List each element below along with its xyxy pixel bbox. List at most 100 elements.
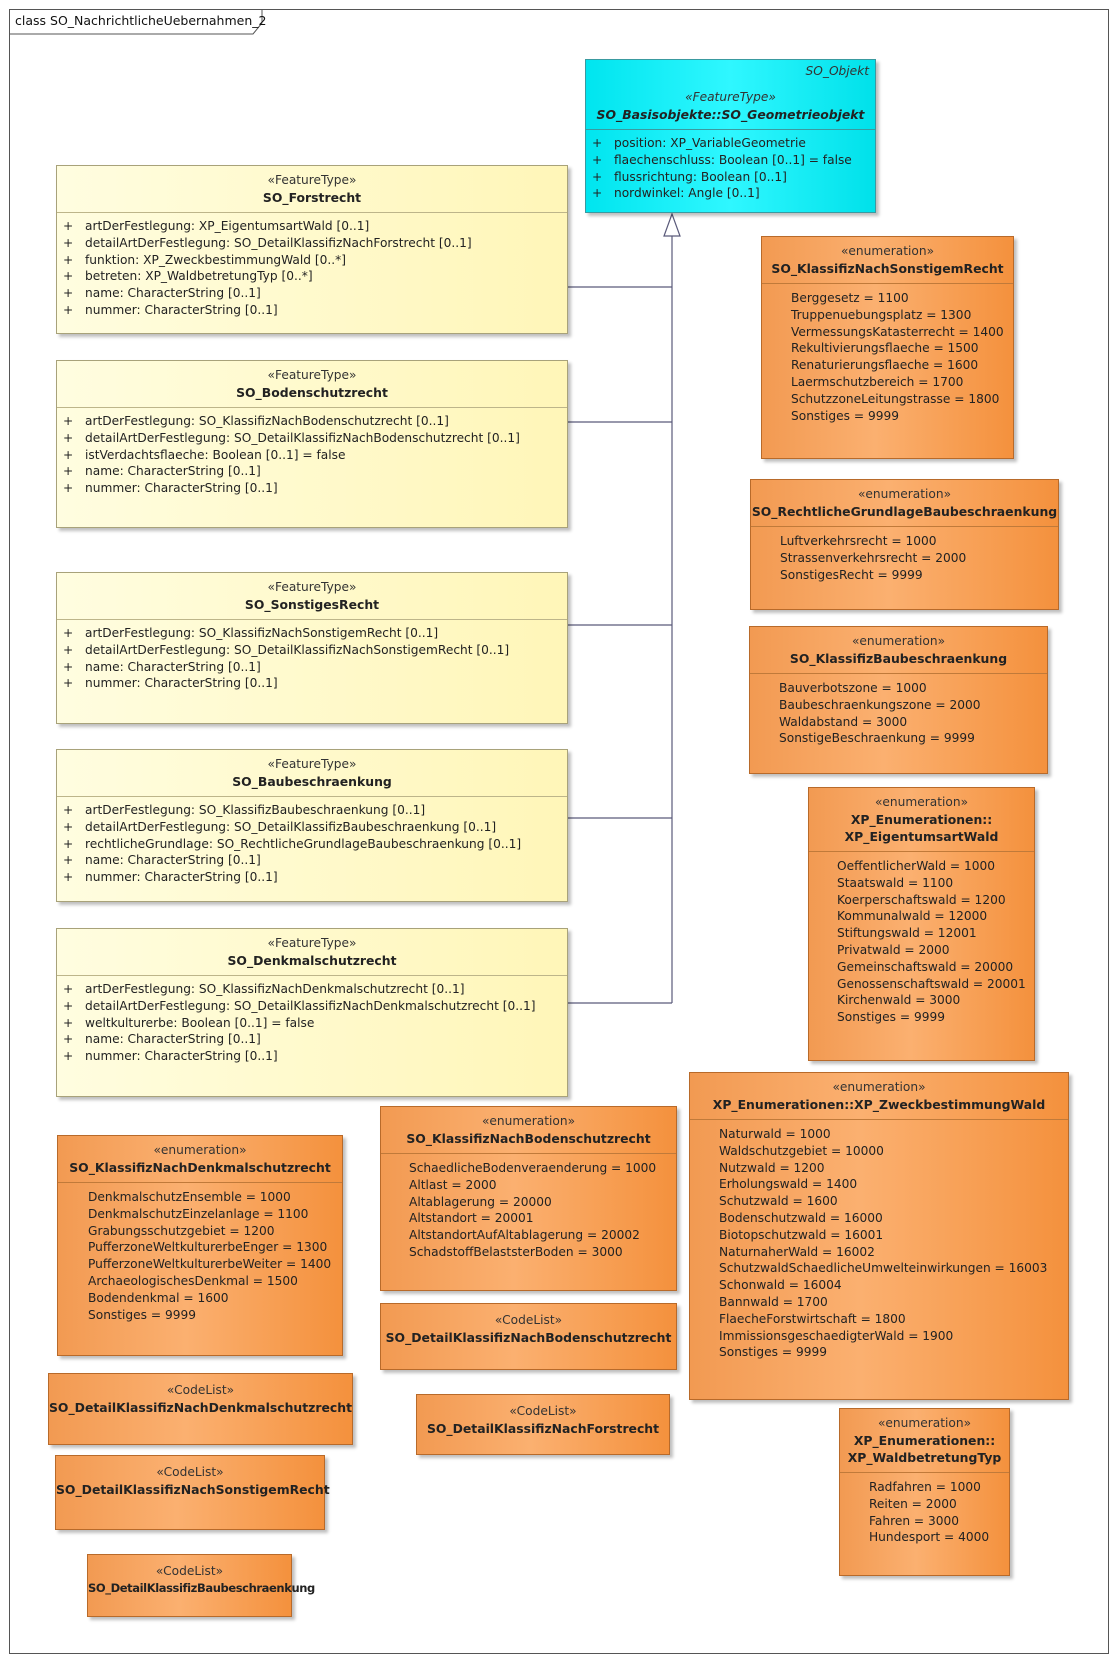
codelist-name: SO_DetailKlassifizBaubeschraenkung — [88, 1581, 315, 1595]
diagram-title: class SO_NachrichtlicheUebernahmen_2 — [15, 13, 267, 28]
enum-literal: Reiten = 2000 — [869, 1496, 957, 1511]
class-so-sonstigesrecht[interactable]: «FeatureType» SO_SonstigesRecht +artDerF… — [56, 572, 568, 724]
enum-literal: SchaedlicheBodenveraenderung = 1000 — [409, 1161, 657, 1175]
codelist-so-detail-klassifiz-baubeschraenkung[interactable]: «CodeList» SO_DetailKlassifizBaubeschrae… — [87, 1554, 315, 1617]
attribute: +funktion: XP_ZweckbestimmungWald [0..*] — [63, 252, 347, 267]
stereotype: «enumeration» — [877, 1416, 972, 1430]
class-so-denkmalschutzrecht[interactable]: «FeatureType» SO_Denkmalschutzrecht +art… — [56, 928, 568, 1097]
stereotype: «enumeration» — [874, 795, 969, 809]
attribute: +flaechenschluss: Boolean [0..1] = false — [592, 152, 852, 167]
class-so-baubeschraenkung[interactable]: «FeatureType» SO_Baubeschraenkung +artDe… — [56, 749, 568, 902]
enum-literal: Altlast = 2000 — [409, 1177, 497, 1192]
enum-name: SO_KlassifizNachDenkmalschutzrecht — [69, 1160, 331, 1175]
attribute: +artDerFestlegung: XP_EigentumsartWald [… — [63, 219, 370, 233]
attribute: +name: CharacterString [0..1] — [63, 659, 261, 674]
stereotype: «CodeList» — [509, 1404, 577, 1418]
enum-literal: FlaecheForstwirtschaft = 1800 — [719, 1311, 906, 1326]
enum-literal: Schonwald = 16004 — [719, 1278, 842, 1293]
enum-xp-eigentumsart-wald[interactable]: «enumeration» XP_Enumerationen:: XP_Eige… — [808, 787, 1035, 1061]
class-so-bodenschutzrecht[interactable]: «FeatureType» SO_Bodenschutzrecht +artDe… — [56, 360, 568, 528]
enum-literal: SchutzwaldSchaedlicheUmwelteinwirkungen … — [719, 1261, 1048, 1276]
enum-xp-zweckbestimmung-wald[interactable]: «enumeration» XP_Enumerationen::XP_Zweck… — [689, 1072, 1069, 1400]
enum-literal: Truppenuebungsplatz = 1300 — [791, 307, 972, 322]
attribute: +nummer: CharacterString [0..1] — [63, 481, 278, 496]
enum-name: SO_KlassifizNachSonstigemRecht — [771, 261, 1004, 276]
generalization-arrowhead — [663, 212, 681, 237]
attribute: +weltkulturerbe: Boolean [0..1] = false — [63, 1015, 315, 1030]
attribute: +nummer: CharacterString [0..1] — [63, 870, 278, 885]
attribute: +position: XP_VariableGeometrie — [592, 136, 806, 150]
enum-literal: AltstandortAufAltablagerung = 20002 — [409, 1228, 640, 1243]
enum-literal: VermessungsKatasterrecht = 1400 — [791, 324, 1004, 339]
stereotype: «FeatureType» — [267, 757, 357, 771]
attribute: +nummer: CharacterString [0..1] — [63, 676, 278, 691]
enum-literal: NaturnaherWald = 16002 — [719, 1244, 875, 1259]
class-name: SO_Forstrecht — [262, 190, 362, 205]
enum-literal: SonstigesRecht = 9999 — [780, 567, 923, 582]
enum-literal: DenkmalschutzEnsemble = 1000 — [88, 1190, 291, 1204]
enum-literal: DenkmalschutzEinzelanlage = 1100 — [88, 1206, 309, 1221]
attribute: +name: CharacterString [0..1] — [63, 464, 261, 479]
enum-literal: Nutzwald = 1200 — [719, 1160, 825, 1175]
enum-literal: Strassenverkehrsrecht = 2000 — [780, 550, 967, 565]
stereotype: «FeatureType» — [267, 173, 357, 187]
enum-literal: Bauverbotszone = 1000 — [779, 681, 927, 695]
diagram-frame — [9, 9, 1109, 1654]
stereotype: «CodeList» — [494, 1313, 563, 1327]
attribute: +detailArtDerFestlegung: SO_DetailKlassi… — [63, 819, 497, 834]
enum-literal: Fahren = 3000 — [869, 1513, 960, 1528]
enum-literal: Koerperschaftswald = 1200 — [837, 892, 1006, 907]
enum-so-rechtliche-grundlage-baubeschraenkung[interactable]: «enumeration» SO_RechtlicheGrundlageBaub… — [750, 479, 1059, 610]
enum-literal: ImmissionsgeschaedigterWald = 1900 — [719, 1328, 954, 1343]
class-so-geometrieobjekt[interactable]: SO_Objekt «FeatureType» SO_Basisobjekte:… — [585, 59, 876, 213]
enum-literal: Renaturierungsflaeche = 1600 — [791, 358, 979, 373]
enum-name: XP_EigentumsartWald — [844, 829, 999, 844]
enum-literal: Erholungswald = 1400 — [719, 1177, 858, 1192]
enum-name: SO_RechtlicheGrundlageBaubeschraenkung — [751, 504, 1058, 519]
attribute: +nummer: CharacterString [0..1] — [63, 302, 278, 317]
enum-literal: Biotopschutzwald = 16001 — [719, 1227, 884, 1242]
enum-xp-waldbetretung-typ[interactable]: «enumeration» XP_Enumerationen:: XP_Wald… — [839, 1408, 1010, 1576]
attribute: +artDerFestlegung: SO_KlassifizNachBoden… — [63, 414, 449, 428]
enum-name: XP_Enumerationen::XP_ZweckbestimmungWald — [712, 1097, 1046, 1112]
enum-literal: Kommunalwald = 12000 — [837, 909, 988, 924]
enum-literal: Berggesetz = 1100 — [791, 291, 909, 305]
attribute: +flussrichtung: Boolean [0..1] — [592, 169, 787, 184]
enum-literal: Rekultivierungsflaeche = 1500 — [791, 341, 979, 356]
enum-name: XP_Enumerationen:: — [853, 1433, 996, 1448]
attribute: +detailArtDerFestlegung: SO_DetailKlassi… — [63, 642, 510, 657]
enum-so-klassifiz-nach-bodenschutzrecht[interactable]: «enumeration» SO_KlassifizNachBodenschut… — [380, 1106, 677, 1291]
stereotype: «enumeration» — [153, 1143, 247, 1157]
enum-literal: Sonstiges = 9999 — [88, 1307, 196, 1322]
codelist-name: SO_DetailKlassifizNachDenkmalschutzrecht — [49, 1400, 352, 1415]
enum-literal: Baubeschraenkungszone = 2000 — [779, 697, 981, 712]
enum-literal: OeffentlicherWald = 1000 — [837, 859, 996, 873]
enum-literal: Privatwald = 2000 — [837, 942, 950, 957]
enum-so-klassifiz-nach-denkmalschutzrecht[interactable]: «enumeration» SO_KlassifizNachDenkmalsch… — [57, 1135, 343, 1356]
attribute: +detailArtDerFestlegung: SO_DetailKlassi… — [63, 998, 536, 1013]
enum-literal: Kirchenwald = 3000 — [837, 993, 961, 1008]
attribute: +istVerdachtsflaeche: Boolean [0..1] = f… — [63, 447, 346, 462]
codelist-so-detail-klassifiz-nach-bodenschutzrecht[interactable]: «CodeList» SO_DetailKlassifizNachBodensc… — [380, 1303, 677, 1370]
enum-so-klassifiz-baubeschraenkung[interactable]: «enumeration» SO_KlassifizBaubeschraenku… — [749, 626, 1048, 774]
codelist-so-detail-klassifiz-nach-forstrecht[interactable]: «CodeList» SO_DetailKlassifizNachForstre… — [416, 1394, 670, 1455]
stereotype: «FeatureType» — [267, 580, 357, 594]
enum-so-klassifiz-nach-sonstigem-recht[interactable]: «enumeration» SO_KlassifizNachSonstigemR… — [761, 236, 1014, 459]
attribute: +nummer: CharacterString [0..1] — [63, 1049, 278, 1064]
codelist-name: SO_DetailKlassifizNachSonstigemRecht — [56, 1482, 330, 1497]
stereotype: «enumeration» — [857, 487, 952, 501]
enum-literal: Altstandort = 20001 — [409, 1211, 534, 1226]
enum-literal: PufferzoneWeltkulturerbeEnger = 1300 — [88, 1240, 328, 1255]
stereotype: «enumeration» — [851, 634, 946, 648]
stereotype: «FeatureType» — [267, 368, 357, 382]
codelist-so-detail-klassifiz-nach-sonstigem-recht[interactable]: «CodeList» SO_DetailKlassifizNachSonstig… — [55, 1455, 330, 1530]
enum-literal: Sonstiges = 9999 — [837, 1010, 945, 1025]
stereotype: «FeatureType» — [685, 90, 776, 104]
enum-name: SO_KlassifizBaubeschraenkung — [789, 651, 1008, 666]
attribute: +betreten: XP_WaldbetretungTyp [0..*] — [63, 269, 313, 284]
codelist-so-detail-klassifiz-nach-denkmalschutzrecht[interactable]: «CodeList» SO_DetailKlassifizNachDenkmal… — [48, 1373, 353, 1445]
class-name: SO_Basisobjekte::SO_Geometrieobjekt — [596, 107, 865, 122]
class-name: SO_Bodenschutzrecht — [236, 385, 388, 400]
class-so-forstrecht[interactable]: «FeatureType» SO_Forstrecht +artDerFestl… — [56, 165, 568, 334]
